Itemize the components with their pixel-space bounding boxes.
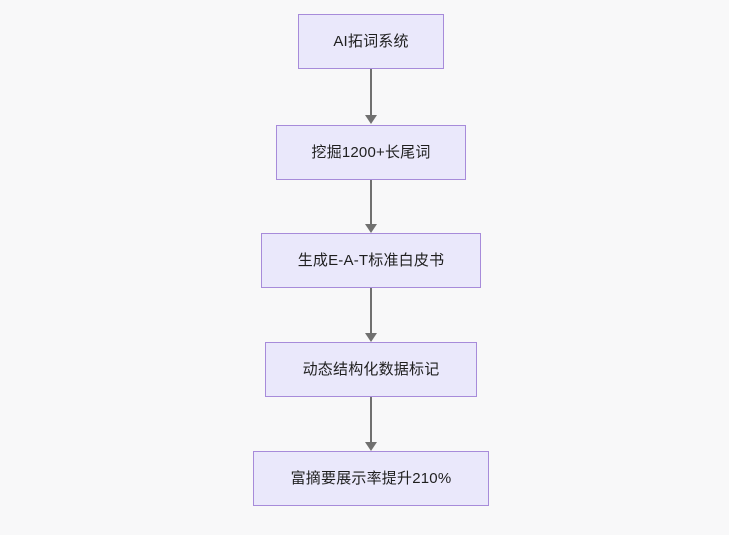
flowchart-node-1-label: AI拓词系统 xyxy=(333,33,409,50)
flowchart-node-1[interactable]: AI拓词系统 xyxy=(298,14,444,69)
flowchart-node-4-label: 动态结构化数据标记 xyxy=(302,361,440,378)
flowchart-node-4[interactable]: 动态结构化数据标记 xyxy=(265,342,477,397)
flowchart-node-3-label: 生成E-A-T标准白皮书 xyxy=(297,252,445,269)
flowchart-node-3[interactable]: 生成E-A-T标准白皮书 xyxy=(261,233,481,288)
arrow-head-icon-2 xyxy=(365,224,377,233)
flowchart-node-5[interactable]: 富摘要展示率提升210% xyxy=(253,451,489,506)
arrow-head-icon-3 xyxy=(365,333,377,342)
flowchart-node-5-label: 富摘要展示率提升210% xyxy=(290,470,452,487)
flowchart-node-2[interactable]: 挖掘1200+长尾词 xyxy=(276,125,466,180)
connector-line-3 xyxy=(370,288,372,334)
arrow-head-icon-1 xyxy=(365,115,377,124)
connector-line-1 xyxy=(370,69,372,117)
connector-line-2 xyxy=(370,180,372,225)
arrow-head-icon-4 xyxy=(365,442,377,451)
flowchart-node-2-label: 挖掘1200+长尾词 xyxy=(311,144,431,161)
connector-line-4 xyxy=(370,397,372,443)
